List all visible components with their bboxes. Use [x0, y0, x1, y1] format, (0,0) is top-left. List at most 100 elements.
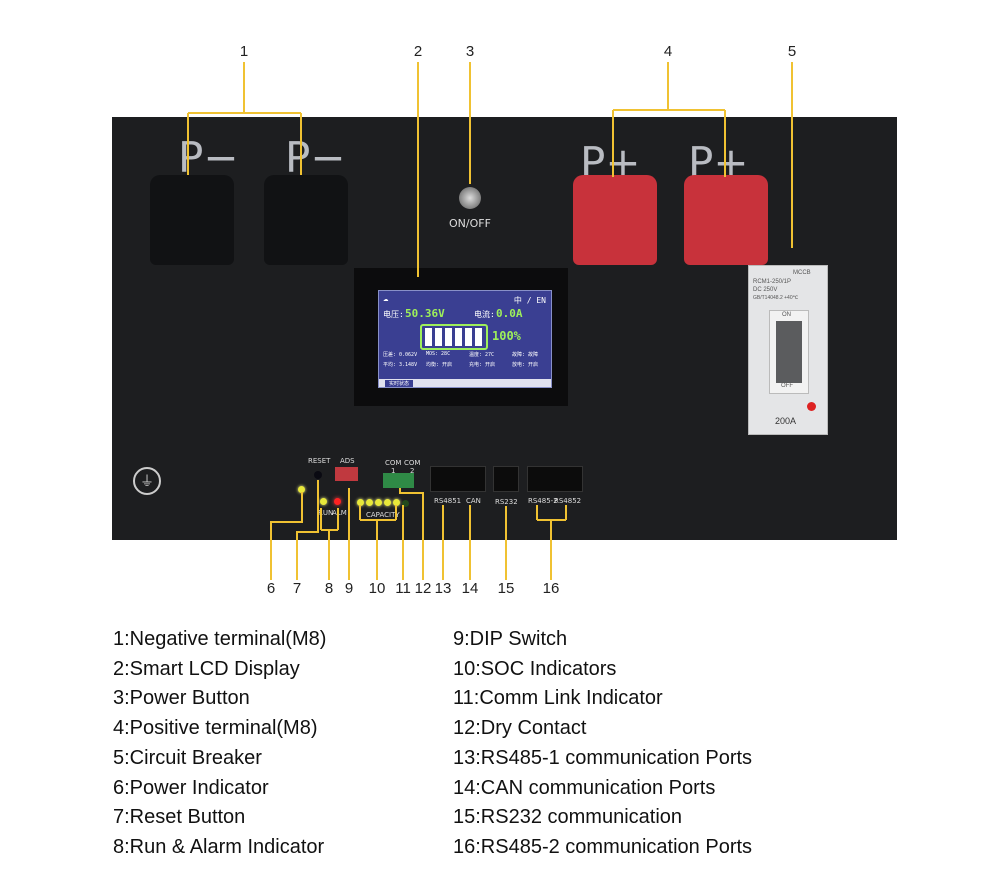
lcd-logo: ☁ [383, 294, 389, 304]
battery-cell [465, 328, 472, 346]
positive-terminal-2 [684, 175, 768, 265]
callout-5: 5 [787, 43, 797, 60]
callout-13: 13 [434, 580, 452, 597]
com2-label: COM 2 [404, 459, 421, 475]
legend-item: 3:Power Button [113, 687, 250, 710]
negative-terminal-2 [264, 175, 348, 265]
breaker-standard: GB/T14048.2 +40℃ [753, 295, 799, 301]
ground-icon: ⏚ [133, 467, 161, 495]
reset-button[interactable] [314, 471, 322, 479]
lcd-fault: 故障: 故障 [512, 352, 539, 358]
callout-11: 11 [395, 580, 411, 597]
soc-value: 100% [492, 329, 521, 343]
callout-1: 1 [239, 43, 249, 60]
negative-label-2: P− [285, 133, 346, 182]
legend-item: 13:RS485-1 communication Ports [453, 746, 753, 769]
lcd-temp: 温度: 27C [469, 352, 495, 358]
rs485-2-ports[interactable] [527, 466, 583, 492]
run-led [320, 498, 327, 505]
callout-8: 8 [324, 580, 334, 597]
callout-16: 16 [542, 580, 560, 597]
can-label: CAN [466, 497, 481, 505]
legend-item: 14:CAN communication Ports [453, 776, 716, 799]
legend-item: 10:SOC Indicators [453, 657, 617, 680]
battery-cell [445, 328, 452, 346]
callout-6: 6 [266, 580, 276, 597]
rs232-port[interactable] [493, 466, 519, 492]
breaker-brand: MCCB [793, 270, 811, 276]
com1-label: COM 1 [385, 459, 402, 475]
callout-15: 15 [497, 580, 515, 597]
voltage-value: 50.36V [405, 307, 445, 320]
legend-item: 15:RS232 communication [453, 806, 683, 829]
battery-icon [420, 324, 488, 350]
callout-12: 12 [414, 580, 432, 597]
breaker-on: ON [782, 312, 791, 318]
lcd-mos: MOS: 28C [426, 351, 451, 357]
lcd-display: ☁ 中 / EN 电压: 50.36V 电流: 0.0A 100% 压差: 0.… [378, 290, 552, 388]
rs485-1-can-ports[interactable] [430, 466, 486, 492]
rs485-2-label-a: RS485-2 [528, 497, 558, 505]
power-indicator-led [298, 486, 305, 493]
breaker-model: RCM1-250/1P [753, 279, 792, 285]
voltage-label: 电压: [383, 310, 404, 319]
rs485-2-label-b: RS4852 [554, 497, 582, 505]
battery-cell [425, 328, 432, 346]
comm-link-led [402, 500, 409, 507]
legend-item: 1:Negative terminal(M8) [113, 628, 327, 650]
circuit-breaker: MCCB RCM1-250/1P DC 250V GB/T14048.2 +40… [748, 265, 828, 435]
legend-item: 8:Run & Alarm Indicator [113, 835, 325, 858]
lcd-charge: 充电: 开启 [469, 362, 496, 368]
ads-label: ADS [340, 457, 355, 465]
callout-7: 7 [292, 580, 302, 597]
current-value: 0.0A [496, 307, 523, 320]
lcd-avg: 平均: 3.148V [383, 362, 418, 368]
breaker-rating: 200A [775, 416, 797, 426]
legend-item: 2:Smart LCD Display [113, 657, 300, 680]
rs4851-label: RS4851 [434, 497, 462, 505]
breaker-off: OFF [781, 383, 793, 389]
current-label: 电流: [474, 310, 495, 319]
battery-cell [475, 328, 482, 346]
callout-9: 9 [344, 580, 354, 597]
positive-terminal-1 [573, 175, 657, 265]
soc-led-4 [384, 499, 391, 506]
callout-3: 3 [465, 43, 475, 60]
dry-contact-terminal [383, 473, 414, 488]
battery-cell [455, 328, 462, 346]
callout-10: 10 [368, 580, 386, 597]
legend-item: 4:Positive terminal(M8) [113, 717, 318, 740]
callout-2: 2 [413, 43, 423, 60]
breaker-trip-indicator [807, 402, 816, 411]
breaker-dc: DC 250V [753, 287, 778, 293]
callout-14: 14 [461, 580, 479, 597]
capacity-label: CAPACITY [366, 511, 400, 519]
legend-item: 7:Reset Button [113, 806, 246, 829]
lcd-language-toggle[interactable]: 中 / EN [513, 296, 546, 305]
alarm-led [334, 498, 341, 505]
legend-item: 11:Comm Link Indicator [453, 687, 663, 710]
reset-label: RESET [308, 457, 331, 465]
rs232-label: RS232 [495, 498, 518, 506]
lcd-balance: 均衡: 开启 [426, 362, 453, 368]
run-label: RUN [318, 509, 334, 517]
soc-led-3 [375, 499, 382, 506]
legend-item: 16:RS485-2 communication Ports [453, 835, 753, 858]
lcd-discharge: 放电: 开启 [512, 362, 539, 368]
lcd-diff: 压差: 0.062V [383, 352, 418, 358]
power-button[interactable] [459, 187, 481, 209]
soc-led-2 [366, 499, 373, 506]
battery-cell [435, 328, 442, 346]
breaker-toggle[interactable] [776, 321, 802, 383]
soc-led-1 [357, 499, 364, 506]
alm-label: ALM [332, 509, 347, 517]
legend-item: 5:Circuit Breaker [113, 746, 262, 769]
callout-4: 4 [663, 43, 673, 60]
lcd-tab-realtime[interactable]: 实时状态 [385, 380, 414, 387]
legend-item: 9:DIP Switch [453, 628, 568, 650]
dip-switch[interactable] [335, 467, 358, 481]
power-label: ON/OFF [449, 217, 491, 230]
soc-led-5 [393, 499, 400, 506]
